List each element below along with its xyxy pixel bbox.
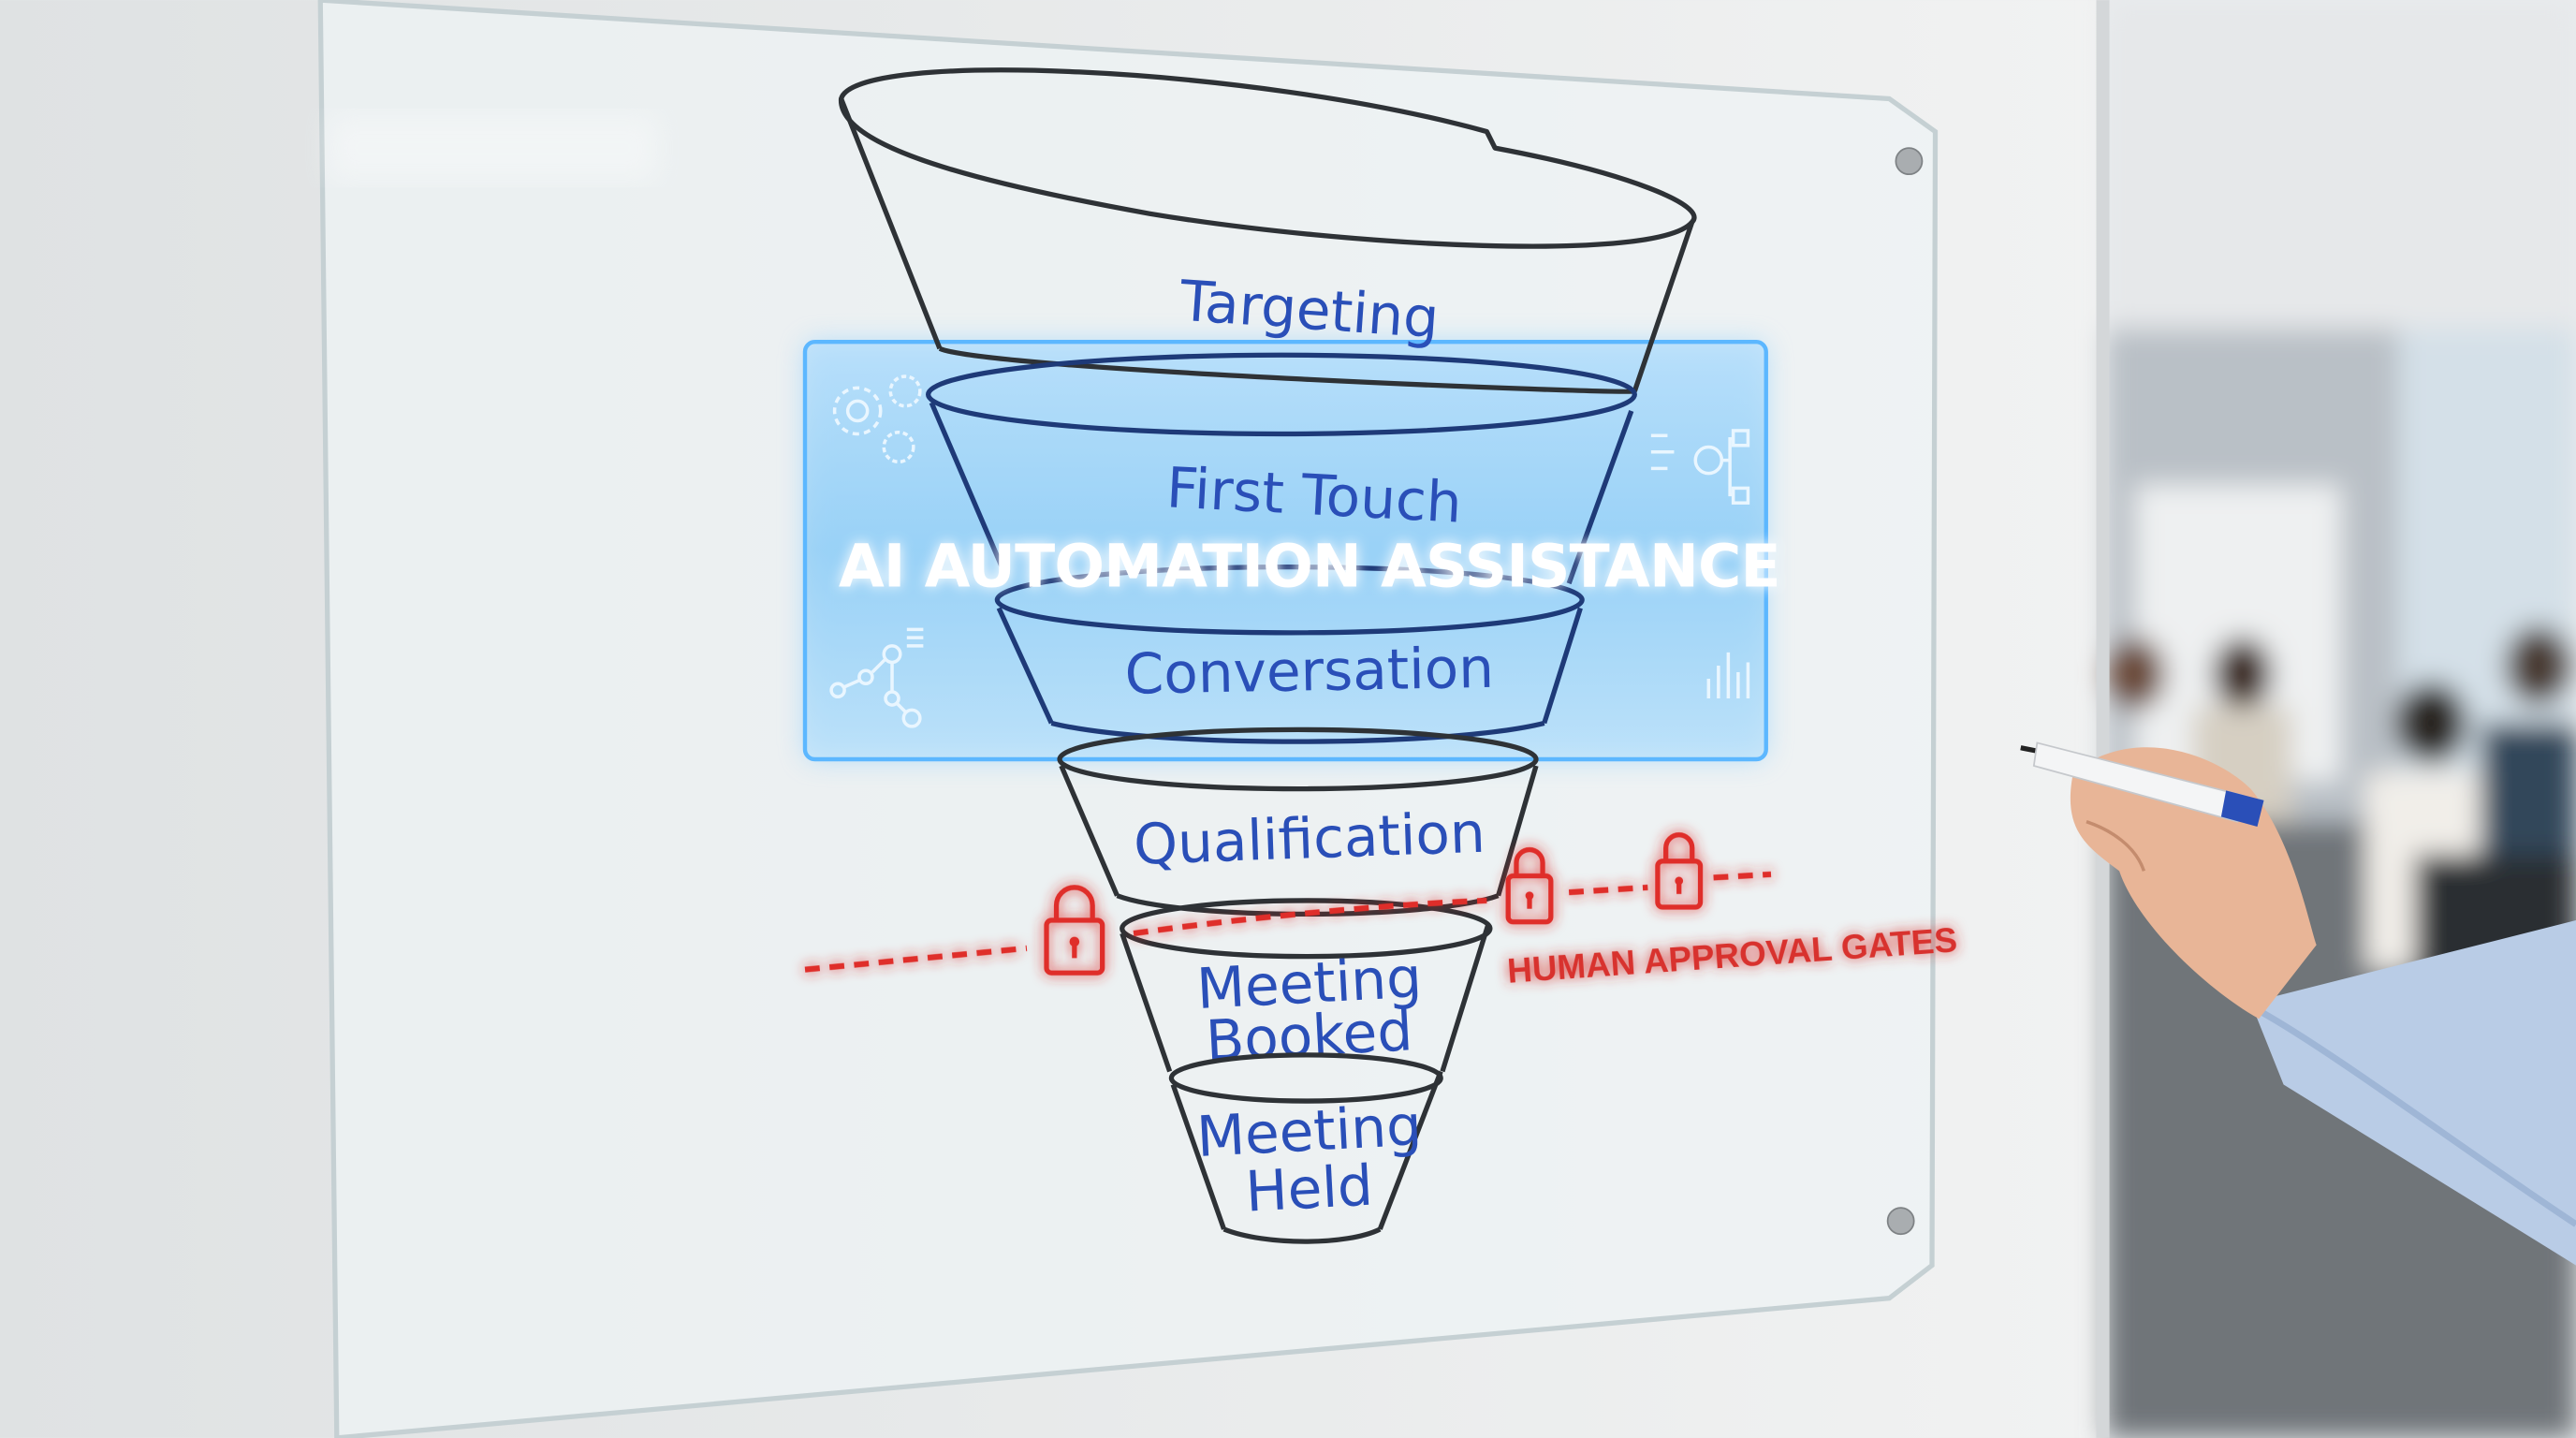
presenter-hand <box>2020 741 2576 1266</box>
stage-label-line2: Booked <box>1205 999 1414 1074</box>
bar-chart-icon <box>1706 652 1750 699</box>
funnel-stage-first-touch: First Touch <box>926 352 1637 585</box>
network-nodes-icon <box>829 627 924 728</box>
lock-icon <box>1655 832 1704 910</box>
standoff-bolt <box>1895 147 1924 176</box>
marker-pen-icon <box>2020 741 2264 827</box>
ai-automation-band <box>802 340 1768 762</box>
wall-edge <box>2096 0 2110 1438</box>
stage-label: First Touch <box>1164 456 1463 536</box>
stage-label-line1: Meeting <box>1195 1093 1424 1169</box>
lock-icon <box>1505 846 1554 925</box>
workflow-icon <box>1650 429 1750 505</box>
office-background <box>2106 0 2576 1438</box>
ai-band-title: AI AUTOMATION ASSISTANCE <box>839 532 1780 601</box>
stage-label: Qualification <box>1133 801 1486 878</box>
gears-icon <box>832 374 922 464</box>
funnel-stage-qualification: Qualification <box>1057 726 1539 917</box>
stage-label-line1: Meeting <box>1195 946 1424 1022</box>
sales-funnel: Targeting First Touch Conversation Quali… <box>838 67 1697 1244</box>
lock-icon <box>1044 885 1105 976</box>
funnel-stage-conversation: Conversation <box>994 565 1585 744</box>
stage-label: Conversation <box>1124 637 1495 708</box>
stage-label-line2: Held <box>1244 1154 1374 1225</box>
funnel-stage-meeting-booked: Meeting Booked <box>1120 898 1493 1075</box>
standoff-bolt <box>1886 1207 1915 1236</box>
funnel-stage-meeting-held: Meeting Held <box>1168 1052 1443 1244</box>
